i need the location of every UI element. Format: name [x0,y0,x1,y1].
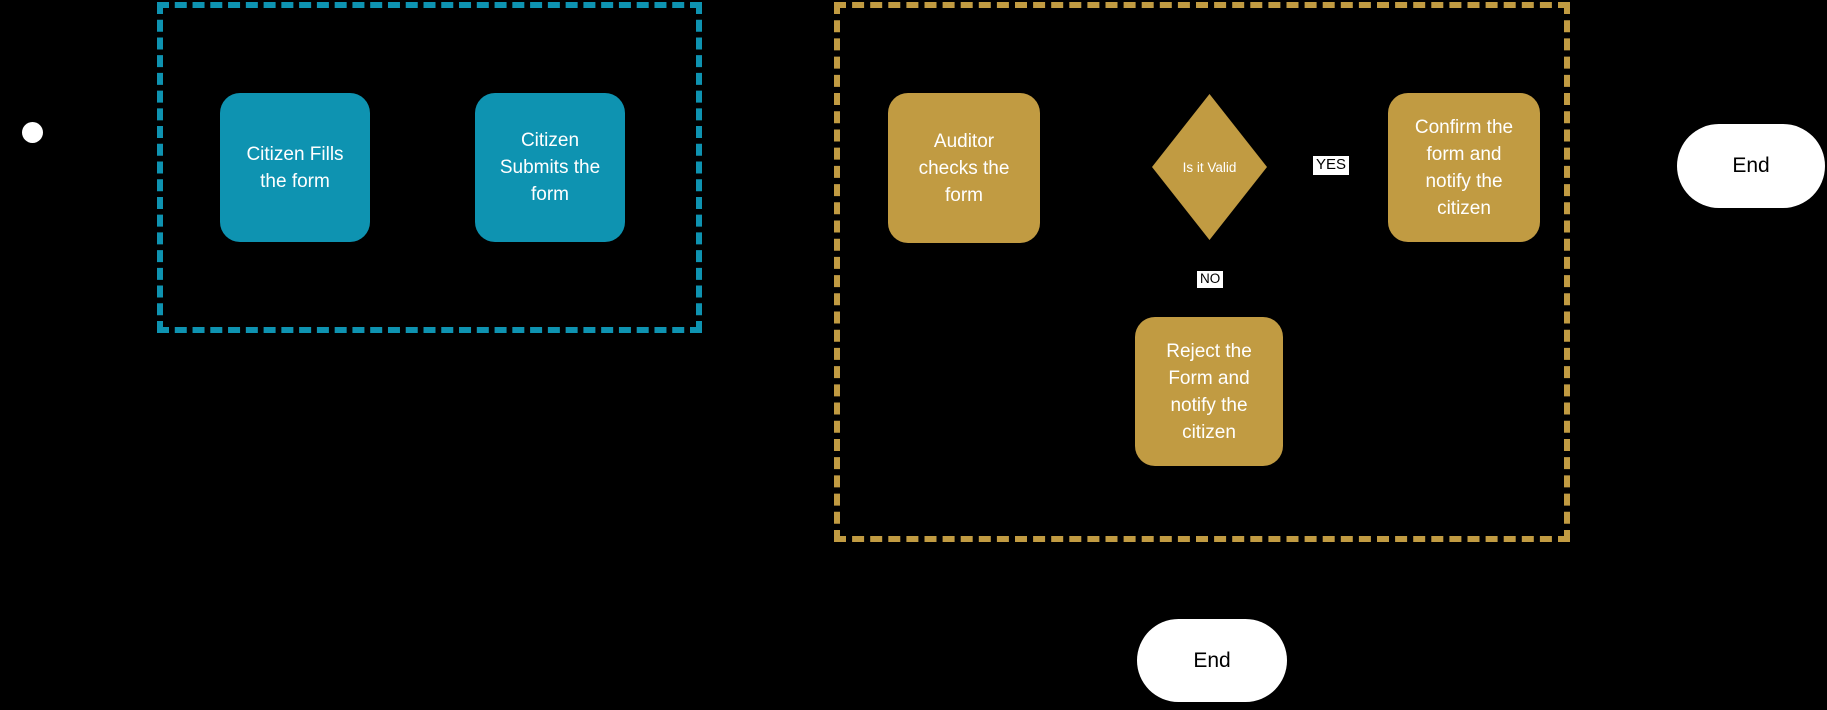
end-event-bottom[interactable]: End [1137,619,1287,702]
task-citizen-fills-form-label: Citizen Fills the form [246,143,344,192]
task-reject-form-notify-citizen-label: Reject the Form and notify the citizen [1166,340,1252,443]
decision-is-it-valid-label: Is it Valid [1182,159,1237,175]
task-confirm-form-notify-citizen-label: Confirm the form and notify the citizen [1414,116,1514,219]
end-event-bottom-label: End [1193,648,1231,672]
task-reject-form-notify-citizen[interactable]: Reject the Form and notify the citizen [1135,317,1283,466]
task-auditor-checks-form-label: Auditor checks the form [918,130,1010,206]
citizen-lane [157,2,702,333]
end-event-right-label: End [1732,154,1770,177]
auditor-lane [834,2,1570,542]
end-event-right[interactable]: End [1677,124,1825,208]
task-confirm-form-notify-citizen[interactable]: Confirm the form and notify the citizen [1388,93,1540,242]
task-citizen-submits-form-label: Citizen Submits the form [499,130,601,205]
no-edge-label: NO [1197,271,1224,288]
yes-edge-label: YES [1313,156,1350,175]
task-citizen-fills-form[interactable]: Citizen Fills the form [220,93,370,242]
task-auditor-checks-form[interactable]: Auditor checks the form [888,93,1040,243]
task-citizen-submits-form[interactable]: Citizen Submits the form [475,93,625,242]
start-event-circle[interactable] [22,122,43,143]
